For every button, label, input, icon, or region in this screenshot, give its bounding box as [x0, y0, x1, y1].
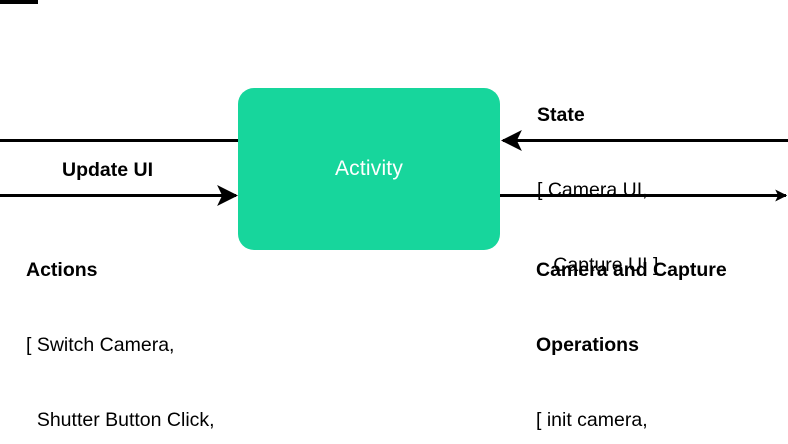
top-left-bar — [0, 0, 38, 4]
edge-label-camera-operations: Camera and Capture Operations [ init cam… — [536, 208, 727, 444]
edge-label-state-heading: State — [537, 104, 585, 126]
edge-label-camera-operations-line-0: [ init camera, — [536, 409, 648, 431]
edge-label-camera-operations-heading-line2: Operations — [536, 334, 639, 356]
edge-label-state: State [ Camera UI, Capture UI ] — [537, 53, 658, 328]
edge-label-update-ui: Update UI — [62, 108, 153, 233]
node-activity-label: Activity — [334, 157, 404, 180]
edge-label-state-line-1: Capture UI ] — [537, 254, 659, 276]
edge-label-actions-heading: Actions — [26, 259, 98, 281]
edge-label-update-ui-heading: Update UI — [62, 159, 154, 181]
edge-label-actions: Actions [ Switch Camera, Shutter Button … — [26, 208, 262, 444]
edge-label-actions-line-0: [ Switch Camera, — [26, 334, 175, 356]
edge-label-camera-operations-heading-line1: Camera and Capture — [536, 259, 727, 281]
node-activity[interactable]: Activity — [238, 88, 500, 250]
edge-label-state-line-0: [ Camera UI, — [537, 179, 648, 201]
edge-label-actions-line-1: Shutter Button Click, — [26, 409, 215, 431]
